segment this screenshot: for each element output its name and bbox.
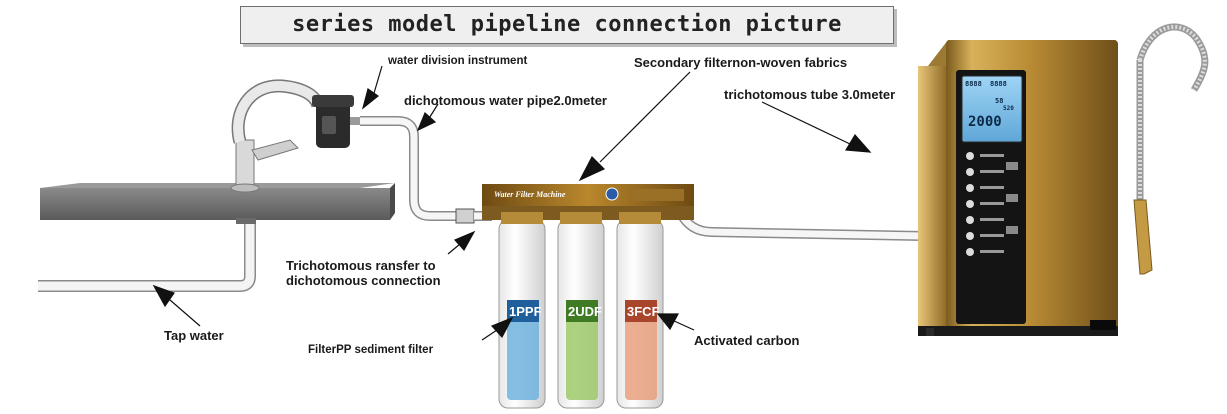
arrow-dichotomous-pipe bbox=[416, 103, 439, 132]
label-trichotomous-tube: trichotomous tube 3.0meter bbox=[724, 87, 896, 102]
lcd-mid: 58 bbox=[995, 97, 1004, 105]
filter-code: FCF bbox=[634, 304, 660, 319]
filter-code: UDF bbox=[575, 304, 602, 319]
countertop bbox=[40, 183, 395, 224]
arrow-activated-carbon bbox=[656, 313, 695, 331]
label-dichotomous-pipe: dichotomous water pipe2.0meter bbox=[404, 93, 607, 108]
filter-label-ppf: 1PPF bbox=[509, 304, 542, 319]
label-activated-carbon: Activated carbon bbox=[694, 333, 800, 348]
filter-label-fcf: 3FCF bbox=[627, 304, 660, 319]
filter-cylinder-ppf bbox=[498, 212, 546, 409]
label-tap-water: Tap water bbox=[164, 328, 224, 343]
lcd-top-left: 8888 bbox=[965, 80, 982, 88]
label-filter-pp: FilterPP sediment filter bbox=[308, 344, 434, 356]
arrow-water-division bbox=[361, 65, 383, 110]
arrow-secondary-filter bbox=[578, 71, 691, 182]
filter-housing-brand: Water Filter Machine bbox=[494, 190, 566, 199]
filter-cylinder-fcf bbox=[616, 212, 664, 409]
water-division-instrument bbox=[312, 95, 360, 148]
lcd-mid-right: 520 bbox=[1003, 105, 1014, 112]
arrow-trichotomous-tube bbox=[761, 101, 872, 153]
trichotomous-tube bbox=[675, 209, 923, 241]
diagram-title: series model pipeline connection picture bbox=[292, 12, 842, 37]
label-trichotomous-transfer: Trichotomous ransfer to dichotomous conn… bbox=[286, 258, 441, 288]
label-water-division-instrument: water division instrument bbox=[388, 55, 528, 67]
filter-cylinders bbox=[498, 212, 664, 409]
filter-code: PPF bbox=[516, 304, 542, 319]
arrow-tap-water bbox=[152, 284, 201, 327]
water-ionizer bbox=[918, 23, 1209, 336]
ionizer-buttons bbox=[966, 152, 1018, 256]
filter-number: 3 bbox=[627, 304, 635, 319]
tap-water-pipe bbox=[38, 222, 256, 292]
arrow-filter-pp bbox=[481, 316, 514, 341]
filter-number: 1 bbox=[509, 304, 517, 319]
lcd-top-right: 8888 bbox=[990, 80, 1007, 88]
title-box: series model pipeline connection picture bbox=[240, 6, 894, 44]
filter-label-udf: 2UDF bbox=[568, 304, 602, 319]
lcd-main: 2000 bbox=[968, 114, 1002, 130]
annotation-arrows bbox=[152, 65, 872, 341]
label-secondary-filter: Secondary filternon-woven fabrics bbox=[634, 55, 848, 70]
filter-number: 2 bbox=[568, 304, 576, 319]
faucet bbox=[230, 79, 325, 193]
arrow-trichotomous-transfer bbox=[447, 230, 476, 255]
filter-cylinder-udf bbox=[557, 212, 605, 409]
